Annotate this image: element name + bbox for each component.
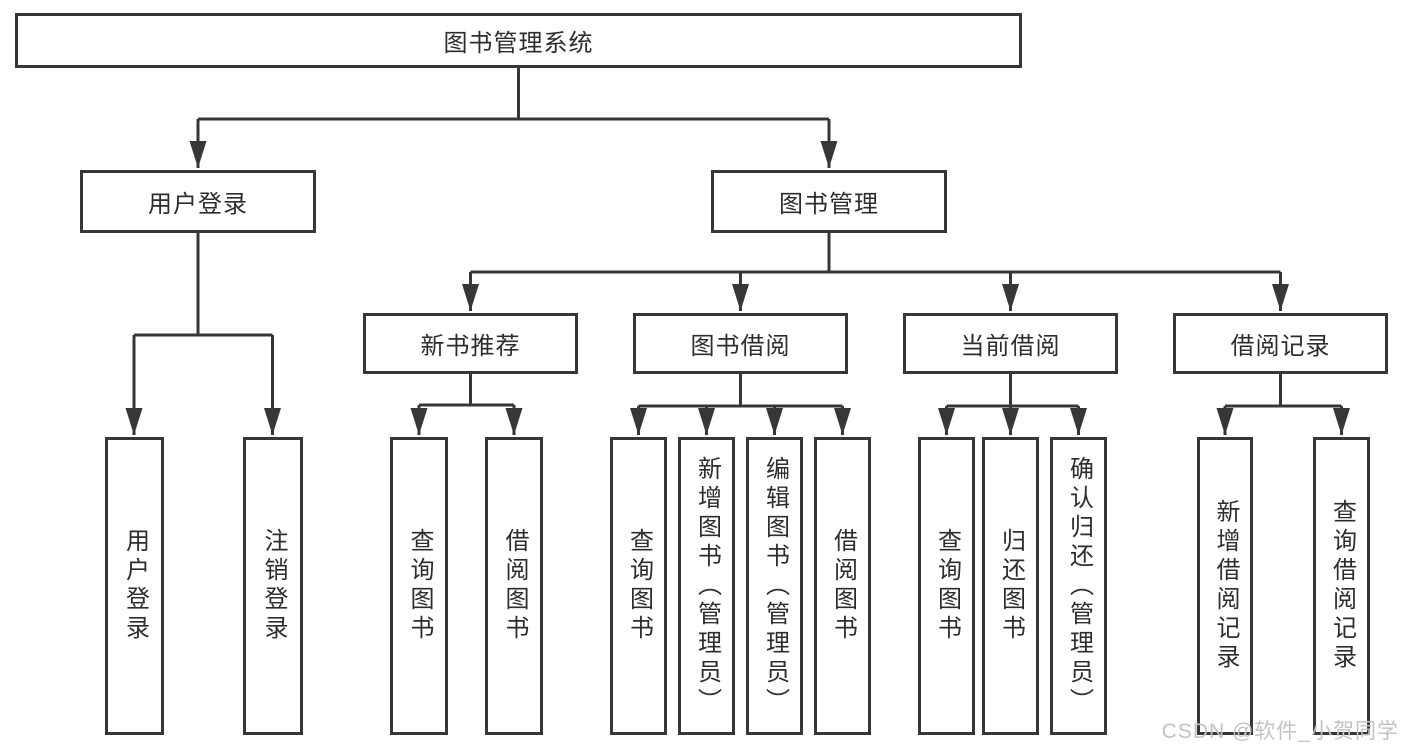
leaf-edit-book-admin: 编辑图书（管理员） [746, 437, 803, 735]
leaf-borrow-book: 借阅图书 [814, 437, 871, 735]
csdn-watermark: CSDN @软件_小贺同学 [1161, 720, 1399, 743]
node-current-borrow: 当前借阅 [903, 313, 1118, 374]
leaf-add-book-admin: 新增图书（管理员） [678, 437, 735, 735]
leaf-query-borrow-record: 查询借阅记录 [1313, 437, 1370, 735]
node-new-book-recommend: 新书推荐 [363, 313, 578, 374]
leaf-query-book-current: 查询图书 [918, 437, 975, 735]
leaf-return-book: 归还图书 [982, 437, 1039, 735]
leaf-query-book-borrow: 查询图书 [610, 437, 667, 735]
leaf-confirm-return-admin: 确认归还（管理员） [1050, 437, 1107, 735]
node-user-login: 用户登录 [80, 170, 316, 233]
leaf-logout: 注销登录 [243, 437, 303, 735]
leaf-query-book-recommend: 查询图书 [390, 437, 448, 735]
leaf-add-borrow-record: 新增借阅记录 [1197, 437, 1253, 735]
leaf-user-login: 用户登录 [105, 437, 164, 735]
node-library-management-system: 图书管理系统 [15, 13, 1022, 68]
node-book-borrow: 图书借阅 [633, 313, 848, 374]
node-book-management: 图书管理 [711, 170, 947, 233]
leaf-borrow-book-recommend: 借阅图书 [485, 437, 543, 735]
node-borrow-record: 借阅记录 [1173, 313, 1388, 374]
